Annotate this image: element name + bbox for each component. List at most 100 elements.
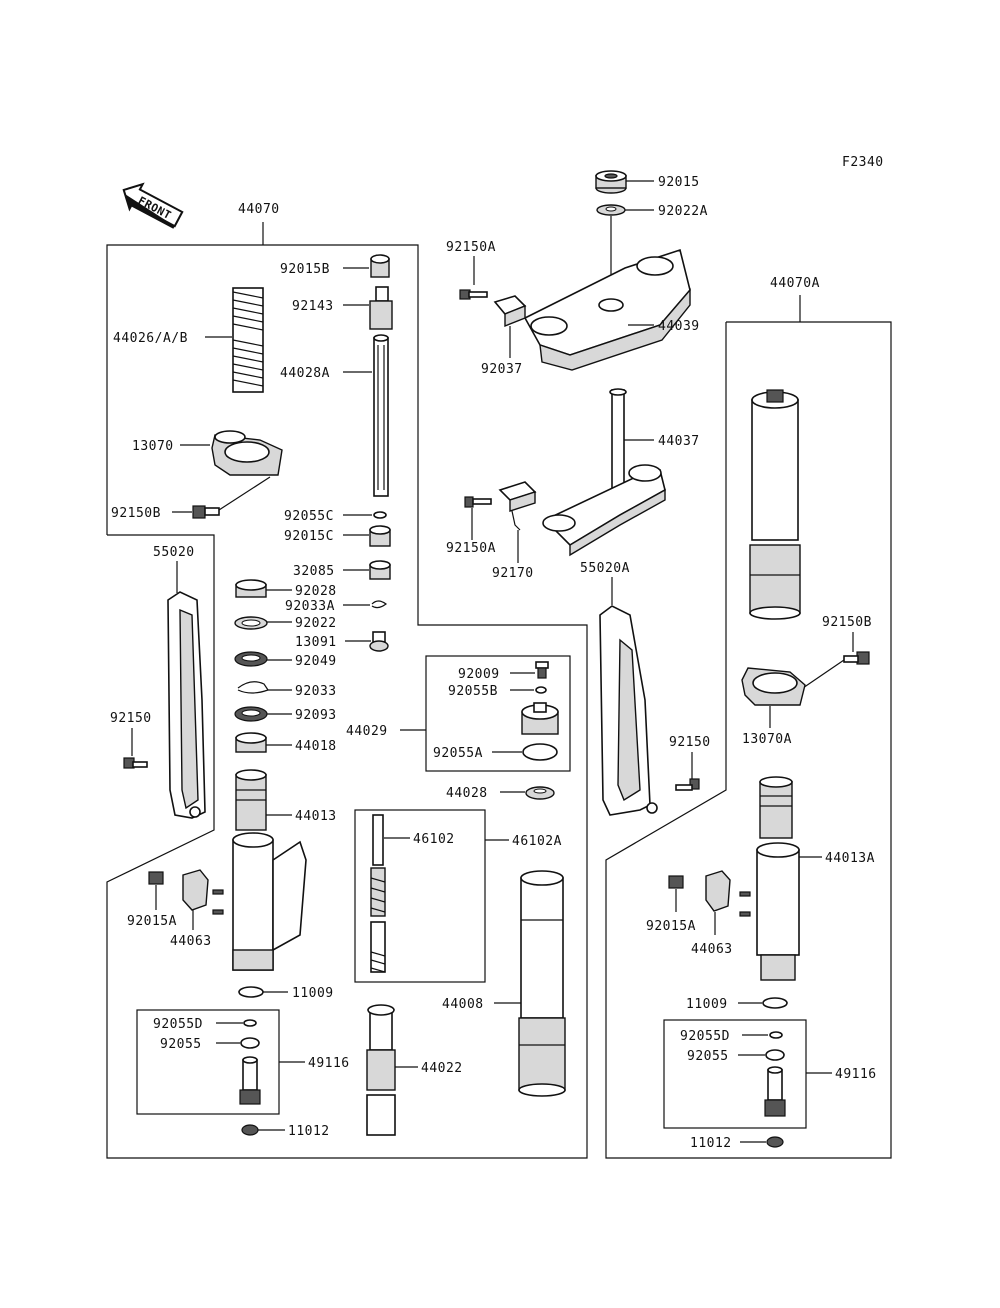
- label-92033: 92033: [295, 684, 337, 699]
- label-92015C: 92015C: [284, 529, 334, 544]
- label-92150B-right: 92150B: [822, 615, 872, 630]
- label-13091: 13091: [295, 635, 337, 650]
- label-92015A-right: 92015A: [646, 919, 696, 934]
- spring-44026: [232, 287, 264, 393]
- label-49116-left: 49116: [308, 1056, 350, 1071]
- label-92055D-left: 92055D: [153, 1017, 203, 1032]
- holder-92170: [498, 481, 537, 531]
- label-92033A: 92033A: [285, 599, 335, 614]
- label-44029: 44029: [346, 724, 388, 739]
- label-92143: 92143: [292, 299, 334, 314]
- label-92022: 92022: [295, 616, 337, 631]
- outer-tube-left: [232, 832, 307, 971]
- label-13070: 13070: [132, 439, 174, 454]
- screw-92009: [535, 661, 549, 679]
- label-13070A: 13070A: [742, 732, 792, 747]
- part-44022: [366, 1004, 396, 1136]
- oring-11009-left: [238, 986, 264, 998]
- label-92055D-right: 92055D: [680, 1029, 730, 1044]
- oring-11009-right: [762, 997, 788, 1009]
- label-44022: 44022: [421, 1061, 463, 1076]
- label-92150B-left: 92150B: [111, 506, 161, 521]
- label-44070: 44070: [238, 202, 280, 217]
- inner-tube-right: [759, 776, 793, 839]
- bolt-92150-right: [675, 778, 700, 791]
- clamp-44063-left: [182, 869, 224, 915]
- label-44063-right: 44063: [691, 942, 733, 957]
- nut-92015A-left: [148, 871, 164, 885]
- oring-92055B: [535, 686, 547, 694]
- bolt-92150A-mid: [464, 496, 492, 508]
- rod-44028A: [373, 334, 389, 497]
- label-44039: 44039: [658, 319, 700, 334]
- label-49116-right: 49116: [835, 1067, 877, 1082]
- label-11012-right: 11012: [690, 1136, 732, 1151]
- figure-code: F2340: [842, 155, 884, 170]
- bolt-13091: [369, 631, 389, 652]
- valve-right: [764, 1066, 786, 1117]
- label-44028: 44028: [446, 786, 488, 801]
- label-44037: 44037: [658, 434, 700, 449]
- oring-92055C: [373, 511, 387, 519]
- cap-44029: [521, 702, 559, 735]
- label-92009: 92009: [458, 667, 500, 682]
- clip-92033A: [371, 600, 388, 609]
- oring-92055D-left: [243, 1019, 257, 1027]
- label-92055-right: 92055: [687, 1049, 729, 1064]
- bushing-44018: [235, 732, 267, 753]
- box-46102A: [354, 809, 486, 983]
- label-11012-left: 11012: [288, 1124, 330, 1139]
- label-92170: 92170: [492, 566, 534, 581]
- oring-92055A: [522, 743, 558, 761]
- nut-92015A-right: [668, 875, 684, 889]
- label-92055B: 92055B: [448, 684, 498, 699]
- label-44018: 44018: [295, 739, 337, 754]
- holder-92037: [493, 295, 527, 338]
- right-fork-group-border: [605, 295, 892, 1159]
- label-92055C: 92055C: [284, 509, 334, 524]
- label-46102: 46102: [413, 832, 455, 847]
- bolt-92150A-top: [459, 289, 488, 300]
- label-92150A-mid: 92150A: [446, 541, 496, 556]
- label-44013: 44013: [295, 809, 337, 824]
- cap-92015B: [370, 254, 390, 278]
- label-92049: 92049: [295, 654, 337, 669]
- label-55020A: 55020A: [580, 561, 630, 576]
- seal-92049: [234, 651, 268, 667]
- label-92150-left: 92150: [110, 711, 152, 726]
- clamp-13070A: [741, 667, 806, 706]
- label-92093: 92093: [295, 708, 337, 723]
- upper-clamp-44039: [523, 248, 691, 371]
- clamp-13070: [211, 430, 283, 476]
- oring-92055D-right: [769, 1031, 783, 1039]
- seat-92028: [235, 579, 267, 598]
- outer-tube-44013A: [756, 842, 800, 981]
- label-92028: 92028: [295, 584, 337, 599]
- fork-guard-55020: [167, 591, 206, 819]
- steering-stem-44037: [542, 388, 666, 557]
- label-44028A: 44028A: [280, 366, 330, 381]
- label-92055A: 92055A: [433, 746, 483, 761]
- label-44013A: 44013A: [825, 851, 875, 866]
- label-44070A: 44070A: [770, 276, 820, 291]
- label-92055-left: 92055: [160, 1037, 202, 1052]
- oring-92055-right: [765, 1049, 785, 1061]
- label-11009-left: 11009: [292, 986, 334, 1001]
- label-46102A: 46102A: [512, 834, 562, 849]
- stem-nut-92015: [595, 170, 627, 194]
- cap-44028: [525, 786, 555, 800]
- clamp-44063-right: [705, 870, 751, 917]
- bushing-92015C: [369, 525, 391, 547]
- bolt-92150B-left: [192, 505, 220, 519]
- bolt-11012-right: [766, 1136, 784, 1148]
- fork-guard-55020A: [599, 605, 658, 816]
- bolt-11012-left: [241, 1124, 259, 1136]
- label-92015: 92015: [658, 175, 700, 190]
- outer-tube-44008: [518, 870, 566, 1097]
- valve-left: [239, 1056, 261, 1105]
- inner-tube-44013: [235, 769, 267, 831]
- bushing-32085: [369, 560, 391, 580]
- label-92150-right: 92150: [669, 735, 711, 750]
- outer-tube-right-top: [749, 389, 801, 620]
